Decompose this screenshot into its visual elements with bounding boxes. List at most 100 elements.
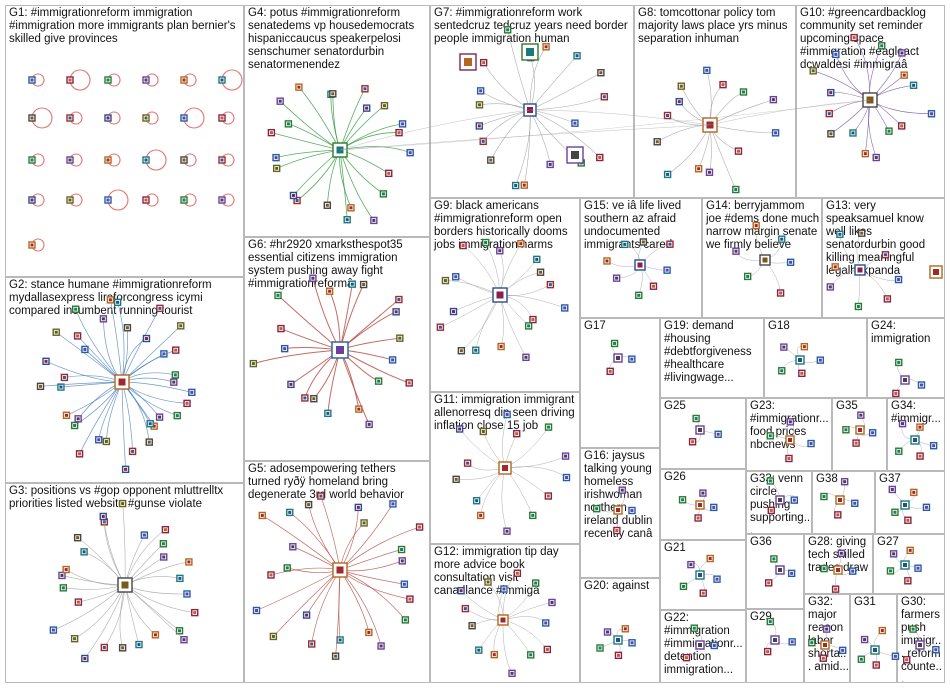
graph-node-icon <box>482 61 486 65</box>
group-label-g37: G37 <box>879 473 901 485</box>
group-panel-g19: G19: demand #housing #debtforgiveness #h… <box>660 318 764 398</box>
graph-node-icon <box>97 438 101 442</box>
graph-node-icon <box>616 356 620 360</box>
graph-edge <box>124 584 187 595</box>
group-label-g29: G29 <box>750 611 772 623</box>
graph-node-icon <box>312 397 316 401</box>
graph-node-icon <box>30 243 34 247</box>
graph-node-icon <box>131 449 135 453</box>
graph-node-icon <box>836 513 840 517</box>
graph-node-icon <box>400 559 404 563</box>
group-panel-g18: G18 <box>764 318 867 398</box>
group-panel-g8: G8: tomcottonar policy tom majority laws… <box>634 5 796 198</box>
graph-node-icon <box>60 573 64 577</box>
graph-node-icon <box>616 638 620 642</box>
graph-edge <box>813 70 871 101</box>
graph-node-icon <box>544 45 548 49</box>
graph-edge <box>110 299 123 383</box>
graph-node-icon <box>615 529 619 533</box>
graph-node-icon <box>161 542 165 546</box>
graph-node-icon <box>479 513 483 517</box>
graph-node-icon <box>780 237 784 241</box>
graph-edge <box>262 515 341 571</box>
graph-node-icon <box>880 44 884 48</box>
graph-node-icon <box>779 291 783 295</box>
graph-node-icon <box>829 91 833 95</box>
graph-edge <box>339 349 370 425</box>
graph-edge <box>124 584 140 645</box>
graph-node-icon <box>708 557 712 561</box>
graph-node-icon <box>459 589 463 593</box>
graph-node-icon <box>900 124 904 128</box>
group-label-g38: G38 <box>816 473 838 485</box>
graph-node-icon <box>492 653 496 657</box>
graph-edge <box>121 377 174 383</box>
group-panel-g6: G6: #hr2920 xmarksthespot35 essential ci… <box>244 237 430 461</box>
group-label-g14: G14: berryjammom joe #dems done much nar… <box>706 200 820 251</box>
graph-node-icon <box>153 633 157 637</box>
graph-node-icon <box>182 158 186 162</box>
graph-node-icon <box>438 325 442 329</box>
group-panel-g7: G7: #immigrationreform work sentedcruz t… <box>430 5 634 198</box>
graph-node-icon <box>715 577 719 581</box>
graph-node-icon <box>774 131 778 135</box>
graph-node-icon <box>531 513 535 517</box>
graph-node-icon <box>400 547 404 551</box>
graph-node-icon <box>838 232 842 236</box>
graph-node-icon <box>782 345 786 349</box>
graph-node-icon <box>741 90 745 94</box>
graph-node-icon <box>452 310 456 314</box>
graph-node-icon <box>798 358 802 362</box>
graph-node-icon <box>185 592 189 596</box>
graph-node-icon <box>152 424 156 428</box>
group-label-g31: G31 <box>854 596 876 608</box>
graph-node-icon <box>502 465 508 471</box>
graph-node-icon <box>859 413 863 417</box>
graph-edge <box>859 269 899 281</box>
graph-edge <box>502 602 553 621</box>
graph-node-icon <box>903 563 907 567</box>
graph-node-icon <box>407 381 411 385</box>
group-panel-g10: G10: #greencardbacklog community set rem… <box>796 5 945 198</box>
graph-node-icon <box>712 643 716 647</box>
graph-node-icon <box>175 414 179 418</box>
group-label-g35: G35 <box>836 400 858 412</box>
graph-node-icon <box>767 581 771 585</box>
graph-node-icon <box>838 498 842 502</box>
graph-node-icon <box>220 158 224 162</box>
graph-node-icon <box>852 36 856 40</box>
graph-node-icon <box>144 78 148 82</box>
graph-node-icon <box>106 116 110 120</box>
graph-node-icon <box>734 249 738 253</box>
graph-node-icon <box>291 545 295 549</box>
graph-edge <box>75 309 123 383</box>
graph-node-icon <box>338 638 342 642</box>
graph-node-icon <box>608 369 612 373</box>
graph-node-icon <box>766 650 770 654</box>
graph-node-icon <box>325 203 329 207</box>
graph-node-icon <box>190 390 194 394</box>
graph-node-icon <box>61 586 65 590</box>
graph-node-icon <box>372 218 376 222</box>
group-panel-g24: G24: immigration <box>867 318 945 398</box>
graph-node-icon <box>331 92 335 96</box>
graph-node-icon <box>800 371 804 375</box>
graph-edge <box>504 455 566 469</box>
graph-edge <box>339 569 406 621</box>
graph-node-icon <box>772 557 776 561</box>
graph-node-icon <box>853 501 857 505</box>
graph-node-icon <box>83 656 87 660</box>
graph-node-icon <box>391 502 395 506</box>
graph-node-icon <box>44 359 48 363</box>
graph-node-icon <box>902 73 906 77</box>
graph-node-icon <box>477 124 481 128</box>
graph-node-icon <box>916 566 920 570</box>
graph-node-icon <box>575 54 579 58</box>
graph-node-icon <box>478 103 482 107</box>
graph-node-icon <box>162 555 166 559</box>
graph-edge <box>502 414 508 469</box>
graph-edge <box>529 96 605 111</box>
graph-node-icon <box>529 653 533 657</box>
graph-node-icon <box>178 629 182 633</box>
graph-node-icon <box>698 643 702 647</box>
